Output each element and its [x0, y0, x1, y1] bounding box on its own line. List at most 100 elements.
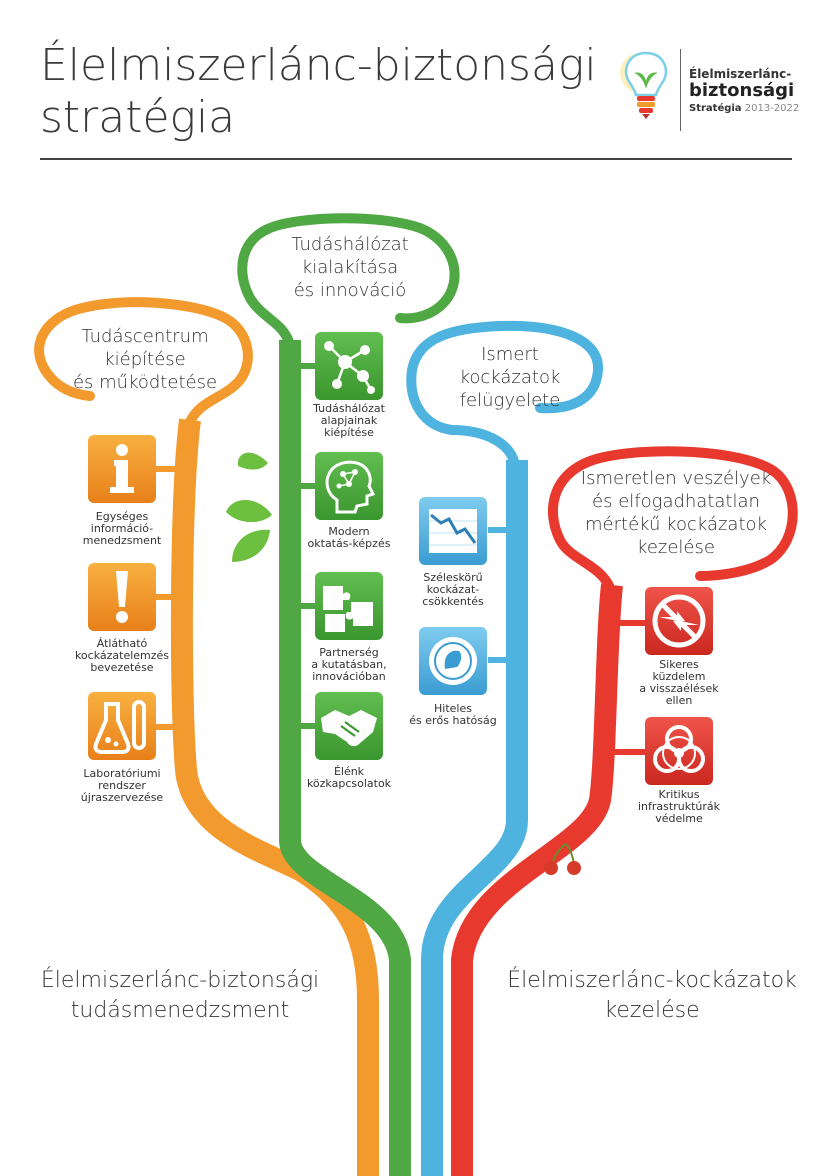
- head-brain-icon: [325, 460, 376, 514]
- label-line: ellen: [665, 694, 693, 707]
- cherries-decoration: [544, 843, 581, 875]
- label-line: közkapcsolatok: [306, 777, 392, 790]
- label-line: a visszaélések: [639, 682, 719, 695]
- blue-stem: [421, 460, 528, 1176]
- network-icon: [324, 341, 375, 394]
- label-line: Kritikus: [658, 788, 700, 801]
- exclamation-tile: [88, 563, 156, 631]
- green-bubble-line: Tudáshálózat: [291, 234, 409, 255]
- label-line: Partnerség: [319, 646, 379, 659]
- green-bubble-text: Tudáshálózat kialakítása és innováció: [262, 233, 438, 302]
- red-bubble-line: Ismeretlen veszélyek: [580, 468, 772, 489]
- green-stem: [279, 340, 411, 1176]
- label-line: kiépítése: [324, 426, 374, 439]
- header-divider: [40, 158, 792, 160]
- lab-flask-icon: [93, 700, 146, 754]
- green-bubble-line: és innováció: [293, 280, 407, 301]
- label-line: rendszer: [98, 779, 146, 792]
- logo-line-1: Élelmiszerlánc-: [689, 67, 792, 81]
- exclamation-icon: [116, 571, 128, 623]
- bottom-right-line: kezelése: [604, 998, 700, 1023]
- label-line: csökkentés: [422, 595, 484, 608]
- red-bubble-outline: [548, 446, 798, 593]
- green-item-3-label: Partnerség a kutatásban, innovációban: [290, 647, 408, 683]
- orange-bubble-line: és működtetése: [72, 372, 218, 393]
- blue-bubble-text: Ismert kockázatok felügyelete: [430, 343, 590, 412]
- orange-item-1-label: Egységes információ- menedzsment: [70, 511, 174, 547]
- label-line: Sikeres: [659, 658, 699, 671]
- label-line: Átlátható: [96, 637, 148, 650]
- title-line-2: stratégia: [40, 92, 236, 143]
- blue-bubble-line: Ismert: [481, 344, 539, 365]
- logo-line-2: biztonsági: [689, 80, 795, 101]
- no-entry-tile: [645, 587, 713, 655]
- logo-line-3: Stratégia 2013-2022: [689, 103, 799, 114]
- label-line: menedzsment: [82, 534, 162, 547]
- blue-item-2-label: Hiteles és erős hatóság: [398, 703, 508, 727]
- orange-bubble-line: kiépítése: [104, 349, 186, 370]
- seal-tile: [419, 627, 487, 695]
- orange-bubble-text: Tudáscentrum kiépítése és működtetése: [60, 325, 230, 394]
- blue-bubble-line: felügyelete: [459, 390, 561, 411]
- label-line: újraszervezése: [80, 791, 164, 804]
- label-line: oktatás-képzés: [307, 537, 391, 550]
- red-bubble-line: kezelése: [637, 537, 715, 558]
- orange-bubble-outline: [34, 297, 253, 427]
- bottom-right-label: Élelmiszerlánc-kockázatok kezelése: [492, 966, 812, 1026]
- info-icon: [110, 444, 134, 493]
- label-line: Modern: [328, 525, 370, 538]
- red-connectors: [604, 620, 645, 755]
- label-line: Tudáshálózat: [313, 402, 385, 415]
- puzzle-icon: [323, 586, 373, 632]
- handshake-tile: [315, 692, 383, 760]
- title-line-1: Élelmiszerlánc-biztonsági: [40, 40, 597, 91]
- no-entry-arrows-icon: [652, 594, 706, 648]
- biohazard-icon: [653, 725, 705, 773]
- label-line: védelme: [655, 812, 703, 825]
- red-bubble-text: Ismeretlen veszélyek és elfogadhatatlan …: [566, 467, 786, 559]
- biohazard-tile: [645, 717, 713, 785]
- red-bubble-line: mértékű kockázatok: [585, 514, 767, 535]
- logo-years: 2013-2022: [741, 103, 800, 114]
- orange-connectors: [155, 466, 186, 730]
- label-line: Széleskörű: [423, 571, 483, 584]
- green-connectors: [290, 363, 315, 729]
- orange-bubble-line: Tudáscentrum: [81, 326, 209, 347]
- bottom-left-label: Élelmiszerlánc-biztonsági tudásmenedzsme…: [20, 966, 340, 1026]
- label-line: alapjainak: [320, 414, 378, 427]
- green-item-2-label: Modern oktatás-képzés: [295, 526, 403, 550]
- orange-item-3-label: Laboratóriumi rendszer újraszervezése: [70, 768, 174, 804]
- label-line: a kutatásban,: [311, 658, 387, 671]
- chart-tile: [419, 497, 487, 565]
- orange-stem: [170, 418, 379, 1176]
- network-tile: [315, 332, 383, 400]
- label-line: kockázatelemzés: [74, 649, 170, 662]
- info-tile: [88, 435, 156, 503]
- bottom-left-line: Élelmiszerlánc-biztonsági: [40, 968, 320, 993]
- label-line: Élénk: [333, 765, 365, 778]
- label-line: innovációban: [312, 670, 386, 683]
- leaves-decoration: [226, 452, 272, 562]
- bottom-right-line: Élelmiszerlánc-kockázatok: [507, 968, 797, 993]
- label-line: és erős hatóság: [409, 714, 497, 727]
- orange-item-2-label: Átlátható kockázatelemzés bevezetése: [62, 638, 182, 674]
- green-item-4-label: Élénk közkapcsolatok: [295, 766, 403, 790]
- label-line: Hiteles: [434, 702, 472, 715]
- label-line: Laboratóriumi: [83, 767, 161, 780]
- red-item-1-label: Sikeres küzdelem a visszaélések ellen: [625, 659, 733, 707]
- page-title: Élelmiszerlánc-biztonsági stratégia: [40, 40, 600, 144]
- logo-divider: [680, 49, 681, 131]
- label-line: információ-: [90, 522, 154, 535]
- label-line: Egységes: [95, 510, 149, 523]
- lightbulb-icon: [620, 51, 668, 119]
- label-line: küzdelem: [652, 670, 706, 683]
- blue-bubble-line: kockázatok: [459, 367, 561, 388]
- green-bubble-line: kialakítása: [301, 257, 399, 278]
- label-line: infrastruktúrák: [638, 800, 720, 813]
- bottom-left-line: tudásmenedzsment: [70, 998, 290, 1023]
- red-bubble-line: és elfogadhatatlan: [592, 491, 760, 512]
- blue-connectors: [488, 527, 517, 663]
- logo-strategy-word: Stratégia: [689, 103, 742, 114]
- puzzle-tile: [315, 572, 383, 640]
- red-item-2-label: Kritikus infrastruktúrák védelme: [625, 789, 733, 825]
